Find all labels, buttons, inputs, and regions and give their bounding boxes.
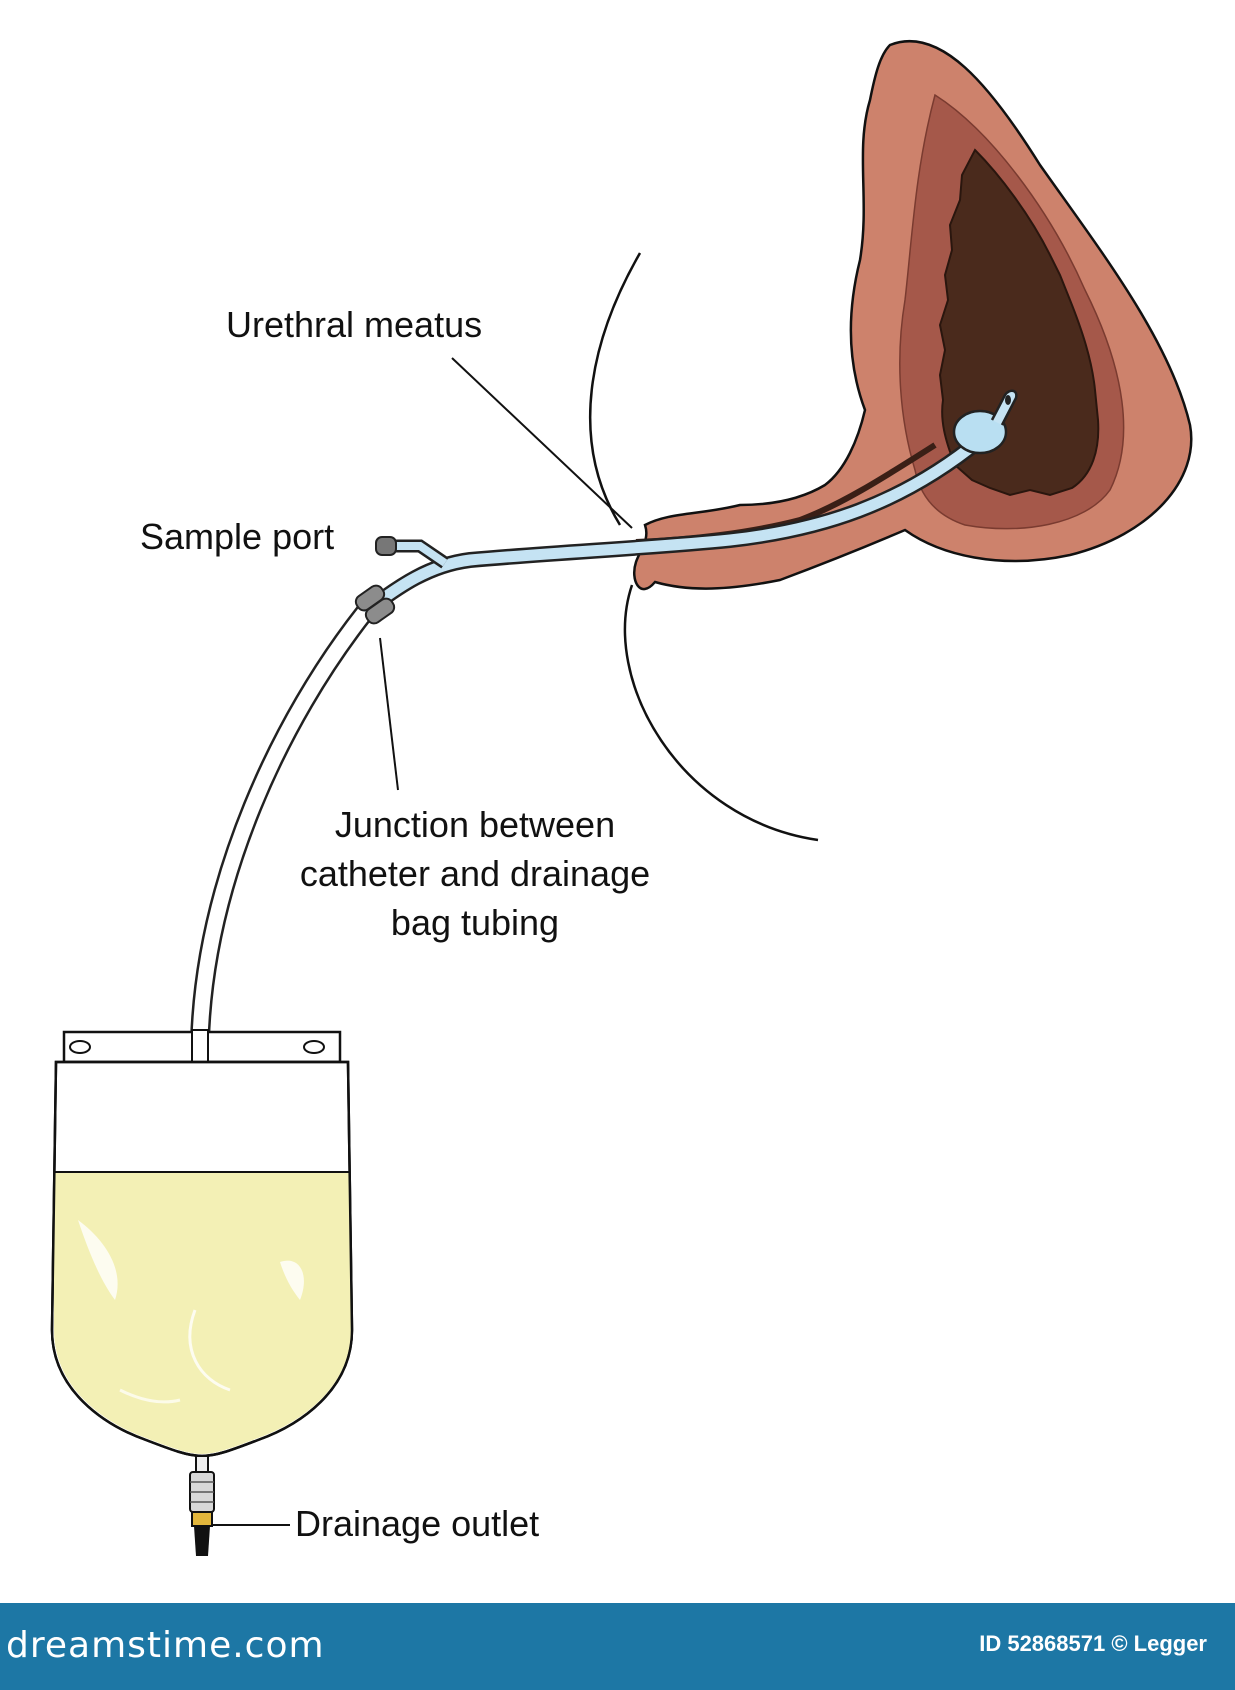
body-contour-lower bbox=[623, 584, 819, 842]
bag-highlight bbox=[78, 1220, 118, 1300]
drainage-tube bbox=[192, 607, 371, 1041]
catheter-balloon bbox=[952, 409, 1008, 455]
label-urethral-meatus: Urethral meatus bbox=[226, 304, 483, 345]
bag-hanger-hole bbox=[69, 1040, 91, 1054]
bag-highlight bbox=[280, 1260, 304, 1300]
outlet-clamp bbox=[191, 1511, 213, 1527]
catheter-eye bbox=[1005, 395, 1011, 405]
bag-highlight bbox=[119, 1388, 181, 1404]
footer-credit: ID 52868571 © Legger bbox=[979, 1631, 1207, 1656]
catheter-tube bbox=[361, 435, 984, 617]
catheter-diagram bbox=[50, 39, 1193, 1556]
footer-brand[interactable]: dreamstime.com bbox=[6, 1625, 325, 1666]
footer-bar: dreamstime.com ID 52868571 © Legger bbox=[0, 1603, 1235, 1690]
label-drainage-outlet: Drainage outlet bbox=[295, 1503, 540, 1544]
outlet-tip bbox=[194, 1526, 210, 1556]
bladder-lumen bbox=[938, 148, 1100, 497]
leader-line-urethral bbox=[451, 357, 633, 529]
sample-port-cap bbox=[375, 536, 397, 556]
leader-line-junction bbox=[379, 637, 399, 791]
label-sample-port: Sample port bbox=[140, 516, 335, 557]
bag-tube-entry bbox=[191, 1029, 209, 1065]
bag-highlight bbox=[188, 1309, 231, 1392]
sample-port-arm bbox=[395, 542, 448, 567]
bag-hanger-hole bbox=[303, 1040, 325, 1054]
body-contour-upper bbox=[588, 252, 642, 526]
label-junction: Junction between catheter and drainage b… bbox=[299, 804, 651, 943]
junction-ring bbox=[364, 597, 396, 625]
outlet-neck bbox=[195, 1455, 209, 1473]
bag-urine bbox=[54, 1172, 351, 1454]
